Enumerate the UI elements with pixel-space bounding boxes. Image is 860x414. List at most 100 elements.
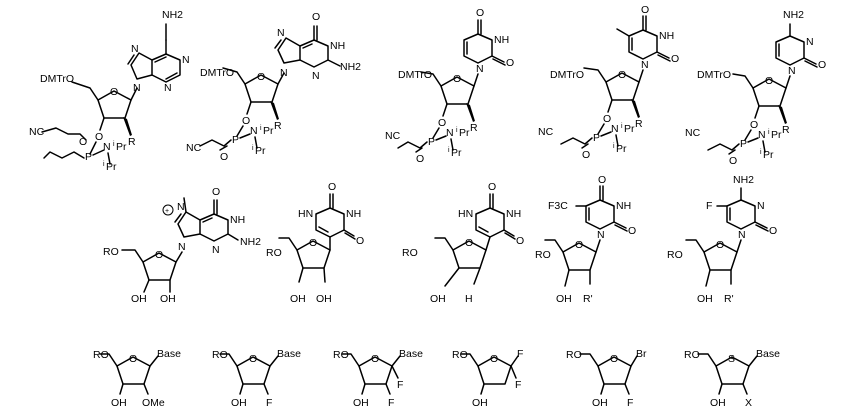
2-difluoro-sugar: O RO Base OH F F: [333, 348, 423, 409]
ring-oxygen: O: [465, 237, 473, 249]
o-label: O: [729, 155, 737, 167]
p-label: P: [740, 138, 747, 150]
oh-label: OH: [592, 397, 608, 409]
oh-label: OH: [353, 397, 369, 409]
ro-label: RO: [266, 247, 282, 259]
bromo-fluoro-sugar: O RO Br OH F: [566, 348, 647, 409]
o-label: O: [641, 4, 649, 16]
pr-label: Pr: [106, 161, 117, 173]
o-label: O: [750, 119, 758, 131]
nh-label: NH: [346, 208, 361, 220]
f-label: F: [627, 397, 633, 409]
n-label: N: [212, 244, 220, 256]
nc-label: NC: [29, 126, 45, 138]
iso-label: i: [113, 141, 115, 148]
cytidine-phosphoramidite: NH2 N N O O DMTrO R O P N i Pr i Pr NC O: [685, 9, 826, 167]
oh-label: OH: [710, 397, 726, 409]
nh-label: NH: [494, 34, 509, 46]
n-label: N: [103, 141, 111, 153]
nh-label: NH: [616, 200, 631, 212]
o-label: O: [312, 11, 320, 23]
nc-label: NC: [385, 130, 401, 142]
nh2-label: NH2: [783, 9, 804, 21]
p-label: P: [428, 136, 435, 148]
ring-oxygen: O: [453, 73, 461, 85]
n-label: N: [131, 43, 139, 55]
ring-oxygen: O: [309, 237, 317, 249]
oh-label: OH: [160, 293, 176, 305]
o-label: O: [506, 57, 514, 69]
iso-label: i: [252, 145, 254, 152]
ro-label: RO: [93, 349, 109, 361]
base-label: Base: [157, 348, 181, 360]
ring-oxygen: O: [110, 86, 118, 98]
nh-label: NH: [659, 30, 674, 42]
o-label: O: [516, 235, 524, 247]
ro-label: RO: [535, 249, 551, 261]
pr-label: Pr: [616, 143, 627, 155]
p-label: P: [85, 151, 92, 163]
oh-label: OH: [316, 293, 332, 305]
o-label: O: [438, 117, 446, 129]
o-label: O: [628, 225, 636, 237]
n-label: N: [788, 65, 796, 77]
thymidine-phosphoramidite: O NH N O O DMTrO R O P N i Pr i Pr NC O: [538, 4, 679, 161]
h-label: H: [465, 293, 473, 305]
o-label: O: [220, 151, 228, 163]
dmtro-label: DMTrO: [200, 67, 234, 79]
nc-label: NC: [186, 142, 202, 154]
nh2-label: NH2: [733, 174, 754, 186]
iso-label: i: [613, 143, 615, 150]
pr-label: Pr: [763, 149, 774, 161]
ro-label: RO: [402, 247, 418, 259]
r-label: R: [274, 120, 282, 132]
dmtro-label: DMTrO: [550, 69, 584, 81]
nc-label: NC: [685, 127, 701, 139]
r-label: R: [128, 136, 136, 148]
ring-oxygen: O: [490, 353, 498, 365]
dmtro-label: DMTrO: [697, 69, 731, 81]
hn-label: HN: [458, 208, 473, 220]
ring-oxygen: O: [371, 353, 379, 365]
oh-label: OH: [697, 293, 713, 305]
ring-oxygen: O: [716, 239, 724, 251]
nc-label: NC: [538, 126, 554, 138]
iso-label: i: [760, 149, 762, 156]
ome-label: OMe: [142, 397, 165, 409]
o-label: O: [769, 225, 777, 237]
n-label: N: [757, 200, 765, 212]
n-label: N: [446, 127, 454, 139]
r-label: R: [782, 124, 790, 136]
pr-label: Pr: [116, 141, 127, 153]
ring-oxygen: O: [610, 353, 618, 365]
o-label: O: [242, 115, 250, 127]
o-label: O: [598, 174, 606, 186]
n-label: N: [250, 125, 258, 137]
f-label: F: [266, 397, 272, 409]
dmtro-label: DMTrO: [40, 73, 74, 85]
o-label: O: [488, 181, 496, 193]
nh-label: NH: [230, 214, 245, 226]
ro-label: RO: [566, 349, 582, 361]
nh-label: NH: [330, 40, 345, 52]
n-label: N: [738, 229, 746, 241]
f-label: F: [706, 200, 712, 212]
o-label: O: [582, 149, 590, 161]
oh-label: OH: [472, 397, 488, 409]
n-label: N: [611, 123, 619, 135]
r-label: R: [635, 118, 643, 130]
iso-label: i: [448, 147, 450, 154]
f-label: F: [517, 348, 523, 360]
o-label: O: [603, 113, 611, 125]
trifluorothymidine: O F3C NH N O O RO OH R': [535, 174, 636, 305]
n-label: N: [597, 229, 605, 241]
ring-oxygen: O: [618, 69, 626, 81]
pr-label: Pr: [459, 127, 470, 139]
oh-label: OH: [556, 293, 572, 305]
guanosine-phosphoramidite: O N NH N N NH2 O DMTrO R O P N i Pr i Pr…: [186, 11, 361, 163]
pr-label: Pr: [624, 123, 635, 135]
x-label: X: [745, 397, 752, 409]
ring-oxygen: O: [249, 353, 257, 365]
ring-oxygen: O: [155, 249, 163, 261]
